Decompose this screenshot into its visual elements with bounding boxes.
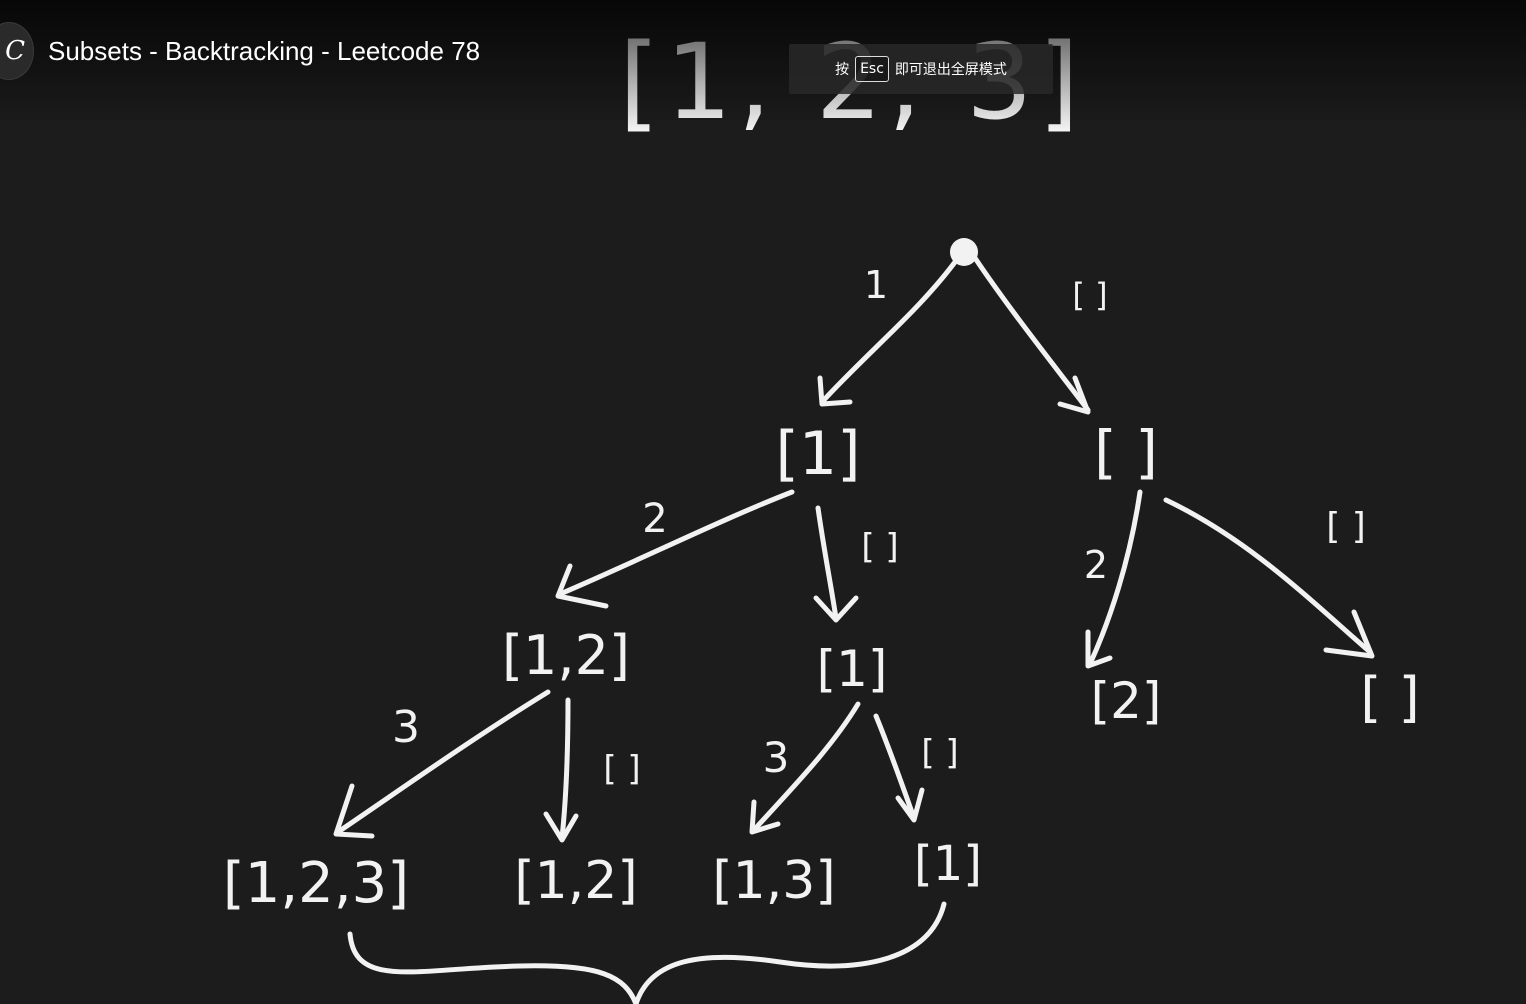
toast-prefix: 按 xyxy=(835,62,850,78)
edge-label-b-right: [ ] xyxy=(1326,506,1366,547)
arrowhead xyxy=(895,787,925,823)
node-level3-d: [1] xyxy=(914,836,982,892)
node-level2-d: [ ] xyxy=(1360,666,1419,729)
arrowhead xyxy=(813,595,859,623)
video-title[interactable]: Subsets - Backtracking - Leetcode 78 xyxy=(48,36,481,66)
node-level3-c: [1,3] xyxy=(712,851,835,911)
edge-label-a-left: 2 xyxy=(642,496,667,542)
edge-a-right xyxy=(815,505,839,621)
edge-label-d-right: [ ] xyxy=(921,733,958,773)
edge-label-c-left: 3 xyxy=(392,702,420,753)
node-level2-c: [2] xyxy=(1091,672,1162,730)
arrowhead xyxy=(1057,375,1091,415)
edge-root-left xyxy=(819,255,961,405)
edge-a-left xyxy=(557,489,795,597)
edge-d-left xyxy=(751,701,861,833)
channel-avatar-letter: C xyxy=(5,36,25,66)
edge-label-root-right: [ ] xyxy=(1072,276,1107,314)
esc-key-badge: Esc xyxy=(855,56,889,82)
arrowhead xyxy=(333,783,375,839)
edge-b-right xyxy=(1163,497,1373,655)
arrowhead xyxy=(817,375,853,407)
arrowhead xyxy=(749,799,781,835)
arrowhead xyxy=(543,811,579,843)
edge-label-a-right: [ ] xyxy=(861,527,898,567)
edge-c-left xyxy=(335,689,551,835)
node-level2-b: [1] xyxy=(817,640,888,698)
arrowhead xyxy=(1085,629,1113,669)
node-level2-a: [1,2] xyxy=(502,624,630,687)
node-level3-a: [1,2,3] xyxy=(223,851,409,916)
edge-b-left xyxy=(1087,489,1143,667)
edge-d-right xyxy=(873,713,917,821)
edge-label-d-left: 3 xyxy=(763,733,790,782)
node-level1-left: [1] xyxy=(776,419,861,489)
root-node xyxy=(950,238,978,266)
edge-label-c-right: [ ] xyxy=(603,749,640,789)
arrowhead xyxy=(1323,609,1375,659)
grouping-brace xyxy=(347,901,947,1004)
edge-label-root-left: 1 xyxy=(864,263,888,307)
exit-fullscreen-toast: 按 Esc 即可退出全屏模式 xyxy=(789,44,1053,94)
toast-suffix: 即可退出全屏模式 xyxy=(894,62,1007,78)
arrowhead xyxy=(555,563,609,609)
node-level1-right: [ ] xyxy=(1094,418,1158,486)
edge-label-b-left: 2 xyxy=(1084,543,1108,587)
node-level3-b: [1,2] xyxy=(514,851,637,911)
edge-c-right xyxy=(559,697,571,841)
edge-root-right xyxy=(972,255,1091,413)
